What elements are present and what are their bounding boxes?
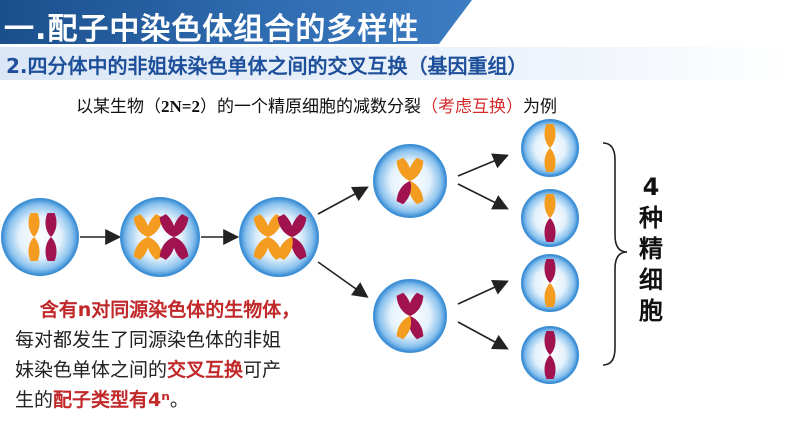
note-text: 。 bbox=[169, 389, 189, 411]
cell-3 bbox=[239, 197, 319, 277]
sperm-cell-3 bbox=[521, 254, 579, 312]
note-line-1: 含有n对同源染色体的生物体， bbox=[39, 299, 301, 321]
sperm-cell-1 bbox=[521, 119, 579, 177]
crossover-maroon bbox=[275, 213, 309, 261]
note-text: 妹染色单体之间的 bbox=[15, 359, 168, 381]
arrow bbox=[457, 321, 509, 350]
sperm-cell-2 bbox=[521, 189, 579, 247]
secondary-cell-top bbox=[373, 144, 447, 218]
note-line-3: 妹染色单体之间的交叉互换可产 bbox=[15, 355, 345, 385]
note-text: 可产 bbox=[243, 359, 282, 381]
example-suffix: 为例 bbox=[522, 97, 557, 117]
example-formula: 2N=2 bbox=[161, 97, 200, 116]
note-line-2: 每对都发生了同源染色体的非姐 bbox=[15, 329, 282, 351]
arrow bbox=[317, 261, 369, 298]
section-subtitle: 2.四分体中的非姐妹染色单体之间的交叉互换（基因重组） bbox=[6, 54, 528, 78]
result-label: 4 种 精 细 胞 bbox=[631, 172, 671, 327]
cell-2 bbox=[120, 197, 200, 277]
example-highlight: （考虑互换） bbox=[420, 97, 523, 117]
page-title: 一.配子中染色体组合的多样性 bbox=[4, 12, 420, 47]
note-emphasis: 交叉互换 bbox=[167, 359, 244, 381]
arrow bbox=[457, 153, 509, 177]
result-char: 种 bbox=[639, 204, 663, 232]
example-sentence: 以某生物（2N=2）的一个精原细胞的减数分裂（考虑互换）为例 bbox=[76, 92, 557, 117]
example-prefix: 以某生物（ bbox=[76, 97, 161, 117]
result-char: 精 bbox=[639, 235, 663, 263]
secondary-cell-bottom bbox=[373, 279, 447, 353]
subtitle-banner bbox=[0, 47, 794, 80]
arrow bbox=[457, 183, 509, 210]
result-char: 细 bbox=[639, 266, 663, 294]
sperm-cell-4 bbox=[521, 326, 579, 384]
note-text: 生的 bbox=[15, 389, 54, 411]
note-line-4: 生的配子类型有4ⁿ。 bbox=[15, 385, 345, 415]
example-mid: ）的一个精原细胞的减数分裂 bbox=[199, 97, 421, 117]
result-char: 胞 bbox=[639, 297, 663, 325]
cell-1 bbox=[1, 198, 79, 276]
result-char: 4 bbox=[642, 173, 660, 201]
grouping-brace bbox=[602, 142, 628, 366]
title-banner bbox=[0, 0, 472, 44]
arrow bbox=[317, 186, 369, 215]
arrow bbox=[457, 280, 509, 305]
conclusion-note: 含有n对同源染色体的生物体， 每对都发生了同源染色体的非姐 妹染色单体之间的交叉… bbox=[15, 295, 345, 415]
note-emphasis: 配子类型有4ⁿ bbox=[53, 389, 170, 411]
